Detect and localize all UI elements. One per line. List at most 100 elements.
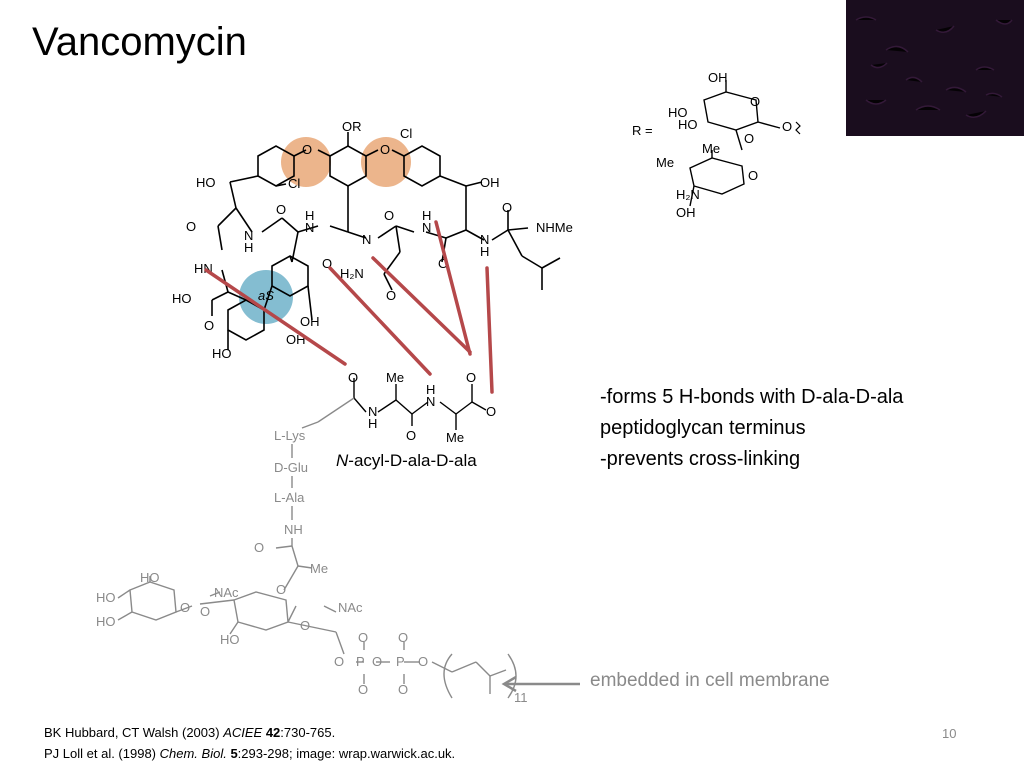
- atom-ho-acid: HO: [172, 291, 192, 306]
- pg-o-glyco: O: [180, 600, 190, 615]
- sub-me-2: Me: [446, 430, 464, 445]
- hbond-4: [434, 220, 472, 356]
- sub-h-2: H: [426, 382, 435, 397]
- atom-h2n: H₂N: [340, 266, 364, 281]
- atom-o-3: O: [384, 208, 394, 223]
- pg-ho-4: HO: [220, 632, 240, 647]
- reference-2: PJ Loll et al. (1998) Chem. Biol. 5:293-…: [44, 746, 456, 761]
- atom-oh-right: OH: [480, 175, 500, 190]
- atom-h-1: H: [244, 240, 253, 255]
- hbond-1: [204, 268, 347, 366]
- r-o-glyco: O: [744, 131, 754, 146]
- pg-o-amide: O: [254, 540, 264, 555]
- atom-n-3: N: [362, 232, 371, 247]
- r-equals-label: R =: [632, 123, 653, 138]
- r-h2n: H₂N: [676, 187, 700, 202]
- substrate-label: N-acyl-D-ala-D-ala: [336, 451, 477, 470]
- peptidoglycan-structure: L-Lys D-Glu L-Ala NH O Me O HO HO HO O N…: [96, 421, 528, 705]
- hydrogen-bond-lines: [204, 220, 494, 394]
- atom-n-2: N: [305, 220, 314, 235]
- atom-o-7: O: [386, 288, 396, 303]
- atom-oh-ring: OH: [300, 314, 320, 329]
- r-o-link: O: [782, 119, 792, 134]
- pg-ho-3: HO: [96, 614, 116, 629]
- atom-n-4: N: [422, 220, 431, 235]
- pg-o-phos-2: O: [418, 654, 428, 669]
- atom-ho-ring: HO: [212, 346, 232, 361]
- orange-ether-highlight-right: [361, 137, 411, 187]
- pg-ho-2: HO: [96, 590, 116, 605]
- r-attachment-squiggle: [795, 121, 801, 135]
- r-me-1: Me: [702, 141, 720, 156]
- sub-o-3: O: [466, 370, 476, 385]
- pg-nac-2: NAc: [338, 600, 363, 615]
- sub-o-4: O: [486, 404, 496, 419]
- atom-cl-top: Cl: [400, 126, 412, 141]
- dark-texture-image: [855, 16, 1013, 118]
- pg-o-p1-top: O: [358, 630, 368, 645]
- atom-h-2: H: [305, 208, 314, 223]
- slide-number: 10: [942, 726, 957, 741]
- corner-image: [846, 0, 1024, 136]
- reference-1: BK Hubbard, CT Walsh (2003) ACIEE 42:730…: [44, 725, 336, 740]
- pg-repeat-11: 11: [514, 690, 528, 705]
- atom-o-6: O: [438, 256, 448, 271]
- pg-p-1: P: [356, 654, 365, 669]
- r-ho-2: HO: [678, 117, 698, 132]
- r-o-ring-2: O: [748, 168, 758, 183]
- sub-me-1: Me: [386, 370, 404, 385]
- bullet-line-2: peptidoglycan terminus: [600, 417, 806, 439]
- hbond-5: [485, 266, 494, 394]
- pg-me: Me: [310, 561, 328, 576]
- r-me-2: Me: [656, 155, 674, 170]
- atom-n-1: N: [244, 228, 253, 243]
- atom-o-ether-left: O: [302, 142, 312, 157]
- atom-as: aS: [258, 288, 274, 303]
- r-o-ring: O: [750, 94, 760, 109]
- pg-ho-1: HO: [140, 570, 160, 585]
- sub-h-1: H: [368, 416, 377, 431]
- references: BK Hubbard, CT Walsh (2003) ACIEE 42:730…: [44, 722, 455, 764]
- blue-atropisomer-highlight: [239, 270, 293, 324]
- bullet-line-1: -forms 5 H-bonds with D-ala-D-ala: [600, 386, 904, 408]
- atom-cl-left: Cl: [288, 176, 300, 191]
- atom-o-left: O: [186, 219, 196, 234]
- membrane-label: embedded in cell membrane: [590, 670, 830, 691]
- pg-l-ala: L-Ala: [274, 490, 305, 505]
- atom-o-ether-right: O: [380, 142, 390, 157]
- r-oh-top: OH: [708, 70, 728, 85]
- pg-l-lys: L-Lys: [274, 428, 306, 443]
- d-ala-d-ala-substrate: O Me N H H N O Me O O: [317, 370, 496, 445]
- sub-n-2: N: [426, 394, 435, 409]
- atom-o-2: O: [276, 202, 286, 217]
- sub-o-2: O: [406, 428, 416, 443]
- pg-p-2: P: [396, 654, 405, 669]
- atom-h-3: H: [422, 208, 431, 223]
- pg-o-phos-1: O: [334, 654, 344, 669]
- pg-o-p1-bot: O: [358, 682, 368, 697]
- bullet-line-3: -prevents cross-linking: [600, 448, 801, 470]
- pg-o-p2-bot: O: [398, 682, 408, 697]
- membrane-arrow: [501, 675, 580, 693]
- sub-o-1: O: [348, 370, 358, 385]
- pg-o-p2-top: O: [398, 630, 408, 645]
- atom-h-5: H: [480, 244, 489, 259]
- atom-o-4: O: [502, 200, 512, 215]
- pg-o-link: O: [276, 582, 286, 597]
- pg-nh: NH: [284, 522, 303, 537]
- atom-o-acid: O: [204, 318, 214, 333]
- atom-nhme: NHMe: [536, 220, 573, 235]
- hbond-3: [371, 256, 472, 354]
- r-oh-bottom: OH: [676, 205, 696, 220]
- r-group-sugar: OH HO HO O O O Me Me O H₂N OH R =: [632, 70, 801, 220]
- pg-o-bridge: O: [372, 654, 382, 669]
- vancomycin-atom-labels: OR Cl Cl O O HO OH O O N H H N O N H N O…: [172, 119, 573, 361]
- pg-o-ring-2: O: [300, 618, 310, 633]
- sub-n-1: N: [368, 404, 377, 419]
- atom-o-5: O: [322, 256, 332, 271]
- pg-nac-1: NAc: [214, 585, 239, 600]
- atom-n-5: N: [480, 232, 489, 247]
- pg-o-ring-1: O: [200, 604, 210, 619]
- atom-ho-top: HO: [196, 175, 216, 190]
